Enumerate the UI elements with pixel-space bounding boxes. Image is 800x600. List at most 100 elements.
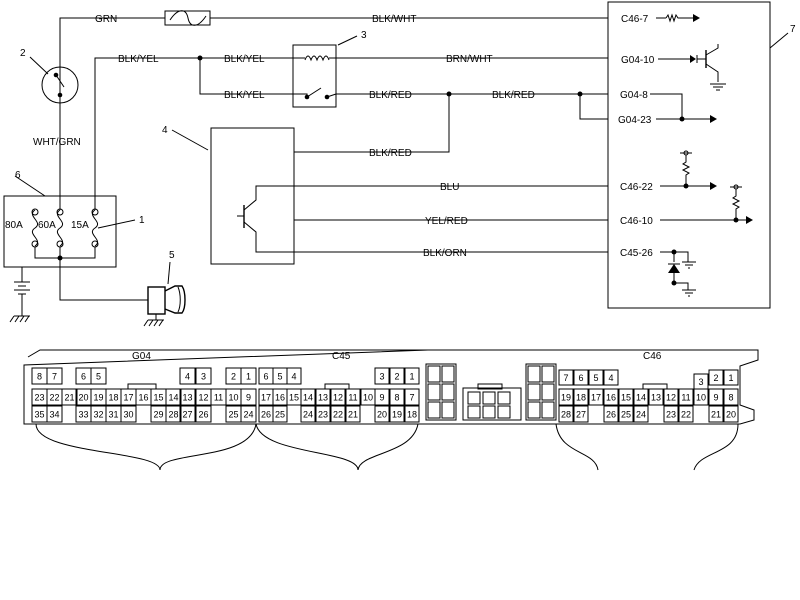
pin-number: 24	[243, 410, 253, 420]
pin-cell	[240, 388, 257, 406]
wire-label-brn-wht: BRN/WHT	[446, 54, 493, 65]
pin-number: 4	[608, 373, 613, 383]
pin-number: 16	[606, 393, 616, 403]
terminal-c45-26: C45-26	[620, 248, 653, 259]
pin-cell	[272, 405, 288, 423]
pin-number: 12	[666, 393, 676, 403]
pin-number: 21	[348, 410, 358, 420]
pin-number: 17	[123, 393, 133, 403]
pin-number: 33	[78, 410, 88, 420]
pin-number: 19	[561, 393, 571, 403]
pin-cell	[723, 405, 739, 423]
switch-contact	[55, 74, 65, 88]
callout-line-3	[337, 35, 358, 46]
pin-number: 3	[379, 372, 384, 382]
pin-number: 18	[108, 393, 118, 403]
ground-symbol-2	[143, 314, 164, 327]
pin-number: 26	[606, 410, 616, 420]
wire-label-yel-red: YEL/RED	[425, 216, 468, 227]
pin-number: 16	[138, 393, 148, 403]
component-3-relay	[292, 44, 337, 108]
pullup-c46-10	[731, 189, 741, 220]
pin-number: 15	[153, 393, 163, 403]
callout-2: 2	[20, 48, 26, 59]
pin-cell	[588, 388, 604, 406]
pin-number: 20	[377, 410, 387, 420]
fuse-label-15a: 15A	[71, 220, 89, 231]
pin-number: 2	[231, 372, 236, 382]
pin-number: 9	[246, 393, 251, 403]
component-4-module	[210, 127, 295, 265]
pin-number: 14	[636, 393, 646, 403]
pin-cell	[46, 405, 63, 423]
wire-to-starter	[59, 258, 148, 301]
connector-cavity	[127, 383, 157, 390]
pin-cell	[588, 369, 604, 386]
connector-cavity	[441, 401, 455, 419]
pin-number: 6	[81, 372, 86, 382]
pin-number: 7	[52, 372, 57, 382]
pin-cell	[404, 367, 420, 385]
connector-cavity	[642, 383, 668, 390]
callout-line-6	[14, 175, 46, 197]
pin-cell	[573, 388, 589, 406]
pin-cell	[723, 388, 739, 406]
wire-label-blk-red-2: BLK/RED	[492, 90, 535, 101]
pin-number: 2	[394, 372, 399, 382]
ground-symbol-1	[9, 305, 30, 323]
pin-cell	[374, 388, 390, 406]
pin-number: 20	[726, 410, 736, 420]
connector-cavity	[497, 391, 511, 405]
pin-number: 13	[651, 393, 661, 403]
pin-number: 6	[263, 372, 268, 382]
pin-number: 21	[711, 410, 721, 420]
pin-cell	[573, 405, 589, 423]
pin-cell	[345, 388, 361, 406]
pin-number: 12	[198, 393, 208, 403]
pin-number: 25	[275, 410, 285, 420]
fuse-60a	[56, 209, 64, 247]
pin-cell	[603, 369, 619, 386]
connector-cavity	[527, 401, 541, 419]
pin-cell	[404, 405, 420, 423]
pin-number: 4	[291, 372, 296, 382]
wire-label-blk-red-3: BLK/RED	[369, 148, 412, 159]
callout-1: 1	[139, 215, 145, 226]
pin-number: 5	[593, 373, 598, 383]
pin-cell	[240, 405, 257, 423]
connector-cavity	[324, 383, 350, 390]
pin-cell	[286, 367, 302, 385]
callout-line-5	[167, 261, 171, 285]
component-5-starter	[147, 286, 166, 315]
pin-number: 2	[713, 373, 718, 383]
pin-cell	[179, 388, 196, 406]
pin-cell	[120, 405, 137, 423]
pin-number: 21	[64, 393, 74, 403]
connector-cavity	[477, 383, 503, 390]
pin-number: 16	[275, 393, 285, 403]
terminal-g04-10: G04-10	[621, 55, 655, 66]
pin-number: 13	[318, 393, 328, 403]
inline-fuse-element	[169, 10, 207, 26]
pin-number: 14	[303, 393, 313, 403]
callout-line-2	[29, 56, 49, 75]
pin-number: 9	[379, 393, 384, 403]
pin-number: 10	[696, 393, 706, 403]
relay-contact	[306, 87, 322, 98]
pin-cell	[240, 367, 257, 385]
harness-curve	[35, 423, 161, 471]
pin-number: 25	[621, 410, 631, 420]
pin-number: 35	[34, 410, 44, 420]
pin-cell	[633, 388, 649, 406]
callout-5: 5	[169, 250, 175, 261]
pin-cell	[330, 405, 346, 423]
connector-cavity	[467, 405, 481, 419]
callout-line-1	[97, 219, 136, 229]
pin-cell	[618, 405, 634, 423]
pin-number: 28	[168, 410, 178, 420]
pin-cell	[374, 405, 390, 423]
pin-number: 10	[363, 393, 373, 403]
pin-number: 8	[728, 393, 733, 403]
pin-cell	[558, 369, 574, 386]
